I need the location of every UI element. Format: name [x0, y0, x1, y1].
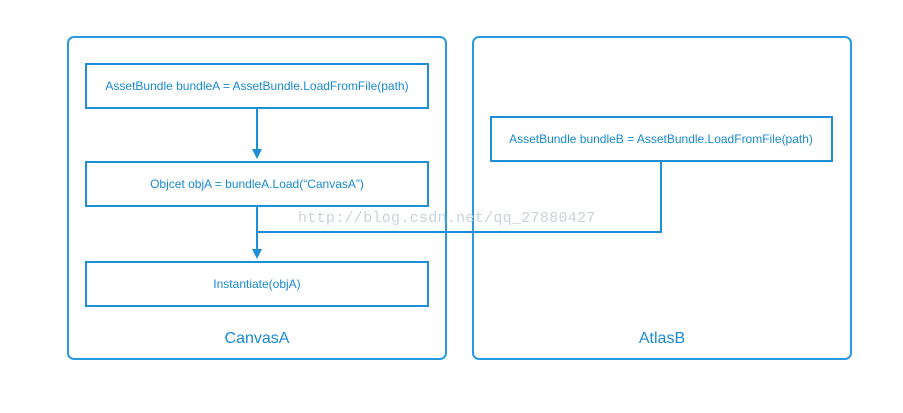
node-instantiate-text: Instantiate(objA): [213, 277, 300, 291]
container-atlas-b-label: AtlasB: [639, 330, 685, 347]
node-load-bundle-b-text: AssetBundle bundleB = AssetBundle.LoadFr…: [509, 132, 813, 146]
node-load-obj-a-box: [85, 161, 429, 207]
node-load-bundle-a-box: [85, 63, 429, 109]
node-instantiate-box: [85, 261, 429, 307]
node-load-bundle-b: AssetBundle bundleB = AssetBundle.LoadFr…: [490, 116, 833, 162]
node-load-obj-a: Objcet objA = bundleA.Load(“CanvasA”): [85, 161, 429, 207]
node-load-bundle-a: AssetBundle bundleA = AssetBundle.LoadFr…: [85, 63, 429, 109]
watermark-text: http://blog.csdn.net/qq_27880427: [298, 210, 596, 227]
node-load-obj-a-text: Objcet objA = bundleA.Load(“CanvasA”): [150, 177, 364, 191]
node-instantiate: Instantiate(objA): [85, 261, 429, 307]
container-canvas-a-label: CanvasA: [225, 330, 290, 347]
node-load-bundle-a-text: AssetBundle bundleA = AssetBundle.LoadFr…: [105, 79, 408, 93]
node-load-bundle-b-box: [490, 116, 833, 162]
edge-bundle-b-to-instantiate: [257, 161, 662, 233]
